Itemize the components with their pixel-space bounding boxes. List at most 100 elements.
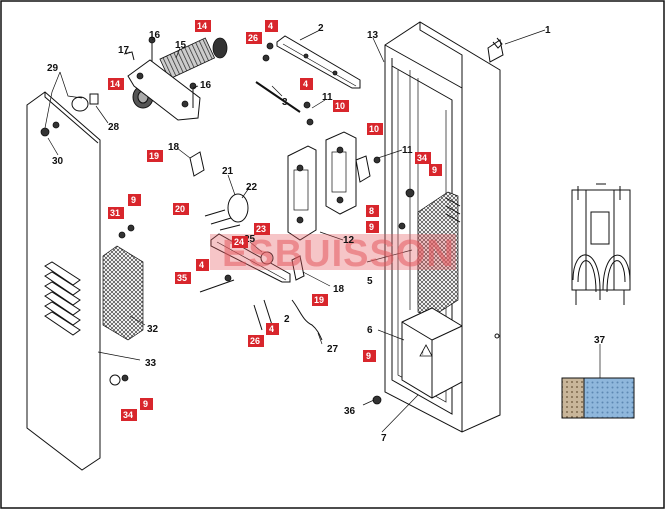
callout-16a: 16 xyxy=(149,30,161,41)
callout-18b: 18 xyxy=(333,284,345,295)
red-callout-9d: 9 xyxy=(140,398,153,410)
guide-rail-bottom xyxy=(210,233,291,283)
panel-vent-mesh xyxy=(102,245,144,341)
electrical-box: ! xyxy=(401,307,463,399)
red-callout-8: 8 xyxy=(366,205,379,217)
callout-6: 6 xyxy=(367,325,373,336)
red-callout-26a: 26 xyxy=(246,32,262,44)
clip-bracket-top xyxy=(189,151,205,177)
callout-11b: 11 xyxy=(402,145,413,156)
knob xyxy=(260,251,274,265)
svg-text:31: 31 xyxy=(110,208,120,218)
red-callout-10a: 10 xyxy=(333,100,349,112)
svg-text:9: 9 xyxy=(131,195,136,205)
callout-11a: 11 xyxy=(322,92,333,103)
motor-shaft-assembly xyxy=(123,36,228,121)
callout-2b: 2 xyxy=(284,314,290,325)
svg-text:20: 20 xyxy=(175,204,185,214)
svg-text:9: 9 xyxy=(366,351,371,361)
cable xyxy=(291,299,323,341)
callout-28: 28 xyxy=(108,122,120,133)
callout-30: 30 xyxy=(52,156,64,167)
clip xyxy=(89,93,99,105)
cabinet-body: ! xyxy=(384,21,504,433)
callout-15: 15 xyxy=(175,40,187,51)
red-callout-9c: 9 xyxy=(128,194,141,206)
red-callout-9e: 9 xyxy=(363,350,376,362)
svg-text:14: 14 xyxy=(110,79,120,89)
red-callout-10b: 10 xyxy=(367,123,383,135)
red-callout-35: 35 xyxy=(175,272,191,284)
svg-text:4: 4 xyxy=(199,260,204,270)
callout-33: 33 xyxy=(145,358,157,369)
svg-text:26: 26 xyxy=(248,33,258,43)
red-callout-9a: 9 xyxy=(429,164,442,176)
latch-disc xyxy=(227,193,249,223)
red-callout-14a: 14 xyxy=(195,20,211,32)
svg-text:4: 4 xyxy=(269,324,274,334)
callout-18a: 18 xyxy=(168,142,180,153)
svg-text:35: 35 xyxy=(177,273,187,283)
svg-text:19: 19 xyxy=(314,295,324,305)
side-panel xyxy=(26,91,144,471)
plain-callouts: 1 2 2 3 5 6 7 11 11 12 13 15 16 16 17 18… xyxy=(47,23,606,444)
callout-21: 21 xyxy=(222,166,234,177)
red-callout-26b: 26 xyxy=(248,335,264,347)
red-callout-19b: 19 xyxy=(312,294,328,306)
callout-22: 22 xyxy=(246,182,258,193)
svg-text:23: 23 xyxy=(256,224,266,234)
svg-text:34: 34 xyxy=(417,153,427,163)
red-callout-34b: 34 xyxy=(121,409,137,421)
svg-text:14: 14 xyxy=(197,21,207,31)
red-callout-4c: 4 xyxy=(196,259,209,271)
filter-material-swatch xyxy=(561,377,635,419)
svg-text:10: 10 xyxy=(369,124,379,134)
screws xyxy=(40,42,415,405)
louvre-slots xyxy=(44,261,81,336)
red-callout-19a: 19 xyxy=(147,150,163,162)
red-callout-31: 31 xyxy=(108,207,124,219)
svg-text:24: 24 xyxy=(234,237,244,247)
red-callouts: 4 4 4 4 8 9 9 9 9 9 10 10 14 14 19 19 20… xyxy=(108,20,442,421)
callout-3: 3 xyxy=(282,97,288,108)
red-callout-4b: 4 xyxy=(300,78,313,90)
watermark-text: ESBUISSON xyxy=(222,233,455,275)
leader-lines xyxy=(44,29,601,433)
red-callout-34a: 34 xyxy=(415,152,431,164)
callout-2: 2 xyxy=(318,23,324,34)
svg-text:19: 19 xyxy=(149,151,159,161)
svg-text:!: ! xyxy=(422,351,424,357)
red-callout-14b: 14 xyxy=(108,78,124,90)
guide-rail-top xyxy=(276,35,361,89)
cabinet-vent-grid xyxy=(417,191,459,319)
svg-text:9: 9 xyxy=(369,222,374,232)
red-callout-4d: 4 xyxy=(266,323,279,335)
callout-37: 37 xyxy=(594,335,606,346)
callout-7: 7 xyxy=(381,433,387,444)
callout-16b: 16 xyxy=(200,80,212,91)
callout-36: 36 xyxy=(344,406,356,417)
rod xyxy=(255,81,301,113)
red-callout-4a: 4 xyxy=(265,20,278,32)
washer-knob xyxy=(71,96,89,112)
watermark: ESBUISSON xyxy=(210,233,456,275)
detail-frame-view xyxy=(571,183,631,305)
callout-27: 27 xyxy=(327,344,339,355)
svg-text:4: 4 xyxy=(303,79,308,89)
svg-text:34: 34 xyxy=(123,410,133,420)
svg-text:26: 26 xyxy=(250,336,260,346)
callout-5: 5 xyxy=(367,276,373,287)
callout-32: 32 xyxy=(147,324,159,335)
mount-bracket xyxy=(287,131,371,241)
red-callout-24: 24 xyxy=(232,236,248,248)
svg-text:9: 9 xyxy=(432,165,437,175)
callout-25: 25 xyxy=(244,234,256,245)
svg-text:9: 9 xyxy=(143,399,148,409)
svg-text:8: 8 xyxy=(369,206,374,216)
svg-text:4: 4 xyxy=(268,21,273,31)
callout-1: 1 xyxy=(545,25,551,36)
callout-12: 12 xyxy=(343,235,355,246)
callout-29: 29 xyxy=(47,63,59,74)
